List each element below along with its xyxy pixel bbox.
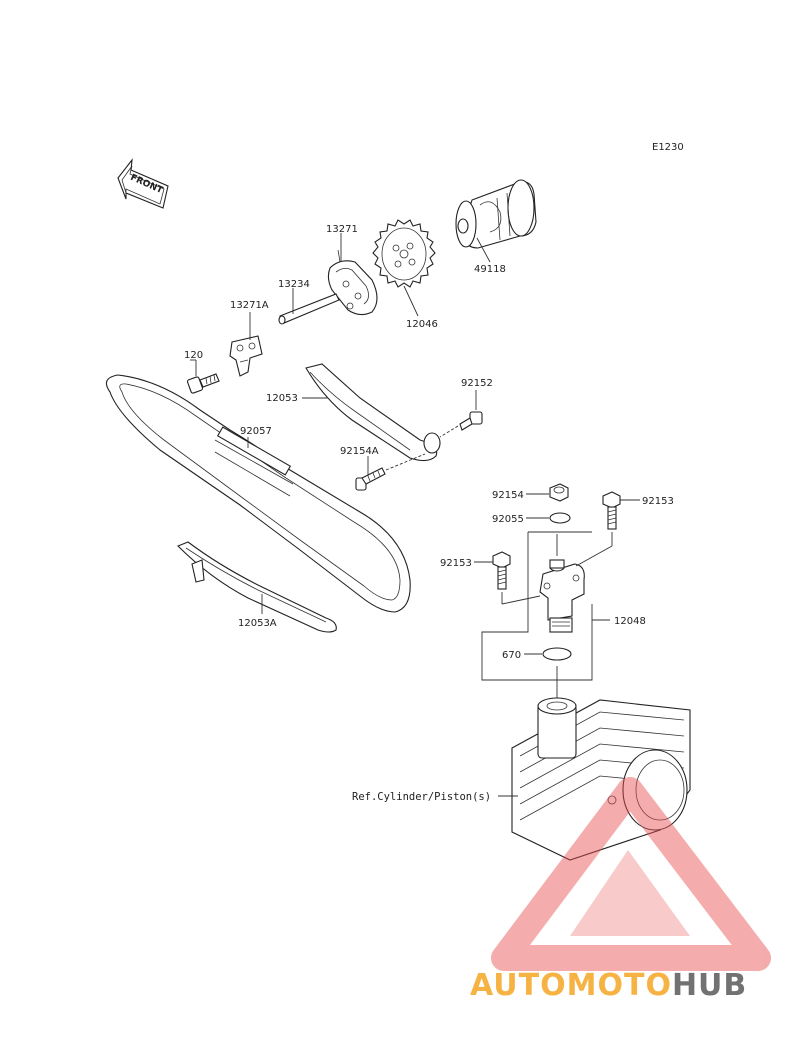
label-12053a: 12053A: [238, 618, 277, 629]
label-92153-right: 92153: [642, 496, 674, 507]
chain-links-part: [216, 426, 292, 476]
cam-chain-part: [105, 374, 411, 613]
label-12053: 12053: [266, 393, 298, 404]
chain-guide-lower-part: [177, 541, 337, 633]
chain-guide-part: [305, 363, 441, 462]
cylinder-part: [511, 697, 691, 861]
watermark-part2: HUB: [672, 968, 747, 1003]
label-13271a: 13271A: [230, 300, 269, 311]
label-reference-cylinder: Ref.Cylinder/Piston(s): [352, 791, 491, 803]
camshaft-part: [455, 179, 537, 249]
bolt-120-part: [186, 373, 220, 394]
label-92055: 92055: [492, 514, 524, 525]
diagram-code: E1230: [652, 142, 684, 153]
oring-92055-part: [549, 512, 571, 524]
bolt-92153-left-part: [492, 551, 511, 590]
label-670: 670: [502, 650, 521, 661]
bolt-92153-right-part: [602, 491, 621, 530]
label-92153-left: 92153: [440, 558, 472, 569]
label-12048: 12048: [614, 616, 646, 627]
label-92154: 92154: [492, 490, 524, 501]
watermark-logo: AUTOMOTOHUB: [470, 777, 771, 1003]
watermark-part1: AUTOMOTO: [470, 968, 672, 1003]
decompressor-cam-part: [327, 249, 378, 316]
nut-92154-part: [549, 483, 569, 502]
label-92154a: 92154A: [340, 446, 379, 457]
label-13234: 13234: [278, 279, 310, 290]
bolt-92152-part: [459, 411, 483, 431]
label-12046: 12046: [406, 319, 438, 330]
cam-shaft-pin-part: [278, 293, 340, 325]
label-13271: 13271: [326, 224, 358, 235]
assembly-bracket: [481, 531, 613, 681]
svg-text:AUTOMOTOHUB: AUTOMOTOHUB: [470, 968, 747, 1003]
label-92057: 92057: [240, 426, 272, 437]
label-92152: 92152: [461, 378, 493, 389]
label-49118: 49118: [474, 264, 506, 275]
front-arrow-icon: FRONT: [117, 158, 169, 209]
retaining-plate-part: [229, 335, 263, 377]
bolt-92154a-part: [355, 467, 386, 491]
cam-sprocket-part: [372, 219, 436, 288]
oring-670-part: [542, 647, 572, 661]
label-120: 120: [184, 350, 203, 361]
chain-tensioner-part: [539, 559, 585, 633]
